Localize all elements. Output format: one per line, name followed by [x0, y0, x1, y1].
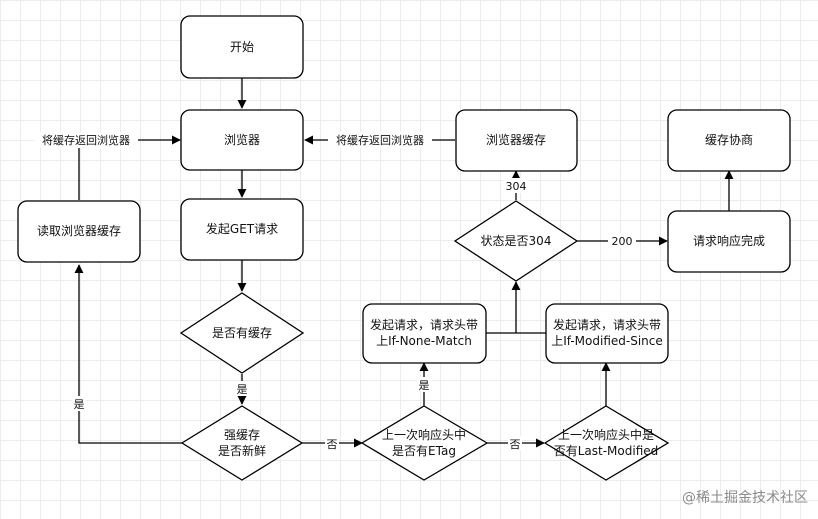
- node-status-304: 状态是否304: [453, 200, 579, 282]
- node-if-none-match-label-1: 发起请求，请求头带: [370, 317, 478, 332]
- node-etag-check-label-1: 上一次响应头中: [382, 427, 466, 442]
- node-if-modified-since-label-2: 上If-Modified-Since: [551, 334, 663, 348]
- node-strong-cache-label-2: 是否新鲜: [218, 443, 266, 458]
- label-return-to-browser-mid: 将缓存返回浏览器: [336, 133, 424, 147]
- node-response-complete-label: 请求响应完成: [693, 233, 765, 248]
- label-no-stale: 否: [327, 438, 338, 451]
- node-if-none-match-label-2: 上If-None-Match: [376, 334, 472, 348]
- node-etag-check-label-2: 是否有ETag: [392, 444, 456, 458]
- label-return-to-browser-left: 将缓存返回浏览器: [42, 133, 130, 147]
- node-last-modified-check-label-2: 否有Last-Modified: [554, 444, 659, 458]
- label-no-etag: 否: [510, 438, 521, 451]
- watermark: @稀土掘金技术社区: [682, 490, 808, 506]
- node-cache-negotiate: 缓存协商: [667, 109, 791, 172]
- label-yes-fresh: 是: [74, 398, 85, 411]
- node-strong-cache: 强缓存 是否新鲜: [180, 405, 304, 481]
- node-if-modified-since-label-1: 发起请求，请求头带: [553, 317, 661, 332]
- node-cache-negotiate-label: 缓存协商: [705, 132, 753, 147]
- node-if-modified-since: 发起请求，请求头带 上If-Modified-Since: [545, 303, 669, 364]
- node-response-complete: 请求响应完成: [667, 210, 791, 273]
- node-last-modified-check: 上一次响应头中是 否有Last-Modified: [543, 405, 670, 481]
- node-browser: 浏览器: [180, 109, 304, 171]
- label-200: 200: [612, 235, 633, 248]
- label-304: 304: [506, 180, 527, 193]
- node-status-304-label: 状态是否304: [481, 234, 552, 248]
- node-browser-cache: 浏览器缓存: [455, 109, 578, 172]
- node-send-get-label: 发起GET请求: [206, 221, 278, 236]
- label-yes-has-cache: 是: [237, 383, 248, 396]
- node-etag-check: 上一次响应头中 是否有ETag: [360, 405, 489, 481]
- node-start-label: 开始: [230, 40, 254, 54]
- node-has-cache-label: 是否有缓存: [212, 326, 272, 340]
- node-last-modified-check-label-1: 上一次响应头中是: [558, 427, 654, 442]
- label-yes-etag: 是: [419, 379, 430, 392]
- node-start: 开始: [180, 15, 304, 79]
- edge-strong-to-read-cache: [74, 264, 182, 444]
- node-read-cache: 读取浏览器缓存: [17, 200, 141, 263]
- node-strong-cache-label-1: 强缓存: [224, 428, 260, 442]
- node-if-none-match: 发起请求，请求头带 上If-None-Match: [362, 303, 487, 364]
- edge-read-cache-to-browser: [78, 135, 181, 200]
- node-browser-cache-label: 浏览器缓存: [486, 132, 546, 147]
- edge-labels: 将缓存返回浏览器 将缓存返回浏览器 是 是 否 否 是 304 200: [34, 132, 636, 451]
- node-send-get: 发起GET请求: [180, 198, 304, 261]
- node-browser-label: 浏览器: [224, 132, 260, 147]
- node-has-cache: 是否有缓存: [179, 292, 305, 374]
- node-read-cache-label: 读取浏览器缓存: [37, 223, 121, 238]
